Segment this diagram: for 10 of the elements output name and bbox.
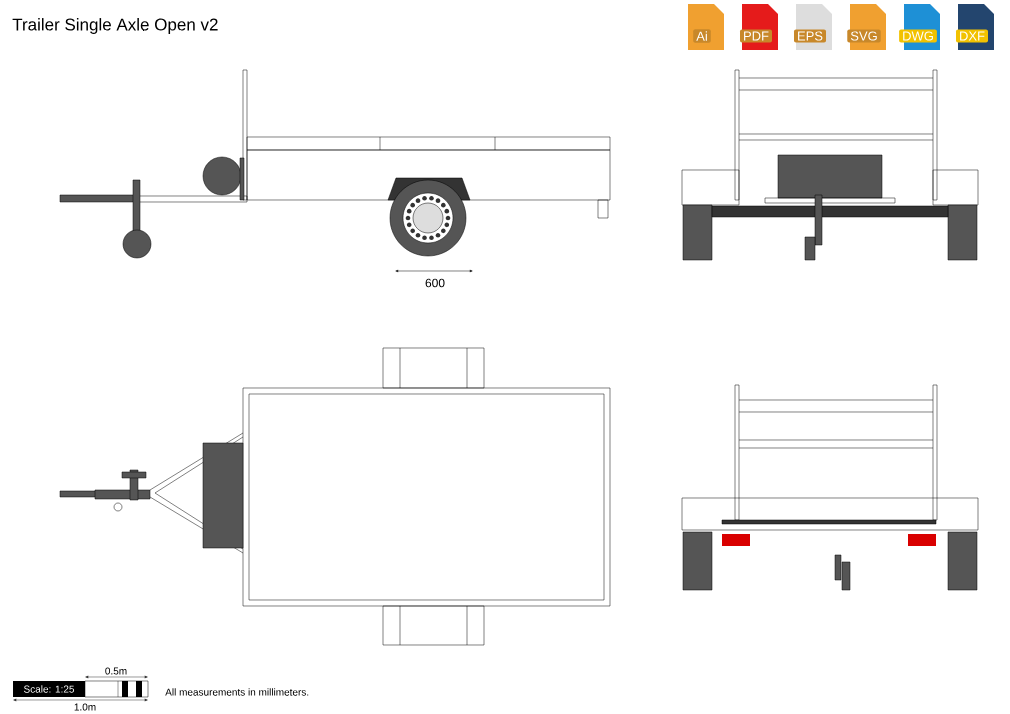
file-type-label: SVG <box>847 29 881 43</box>
note: All measurements in millimeters. <box>165 688 309 696</box>
file-type-label: Ai <box>693 29 711 43</box>
scale-label: 0.5m <box>105 667 127 675</box>
scale-label: 1.0m <box>72 703 98 711</box>
scale-box: Scale: 1:25 <box>13 681 85 697</box>
file-type-label: DWG <box>899 29 937 43</box>
file-type-label: EPS <box>794 29 826 43</box>
dimension-value: 600 <box>425 278 445 288</box>
title: Trailer Single Axle Open v2 <box>12 18 218 34</box>
